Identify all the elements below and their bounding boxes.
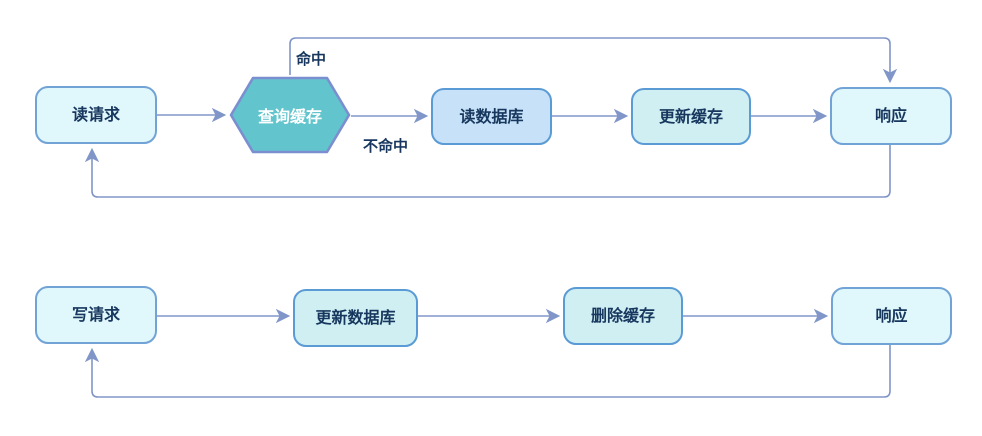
node-update-cache: 更新缓存 — [631, 88, 751, 145]
node-response-write: 响应 — [831, 287, 952, 345]
node-read-request: 读请求 — [35, 86, 157, 144]
node-query-cache-label: 查询缓存 — [257, 107, 322, 126]
node-delete-cache: 删除缓存 — [563, 287, 683, 345]
node-response-read: 响应 — [830, 87, 952, 145]
node-write-request: 写请求 — [35, 286, 157, 344]
edge-label-miss: 不命中 — [363, 137, 409, 155]
edge-label-hit: 命中 — [296, 50, 327, 68]
node-read-database: 读数据库 — [431, 88, 552, 145]
node-query-cache-hexagon: 查询缓存 — [229, 75, 351, 155]
node-update-database: 更新数据库 — [293, 289, 418, 347]
hexagon-shape — [229, 76, 351, 154]
